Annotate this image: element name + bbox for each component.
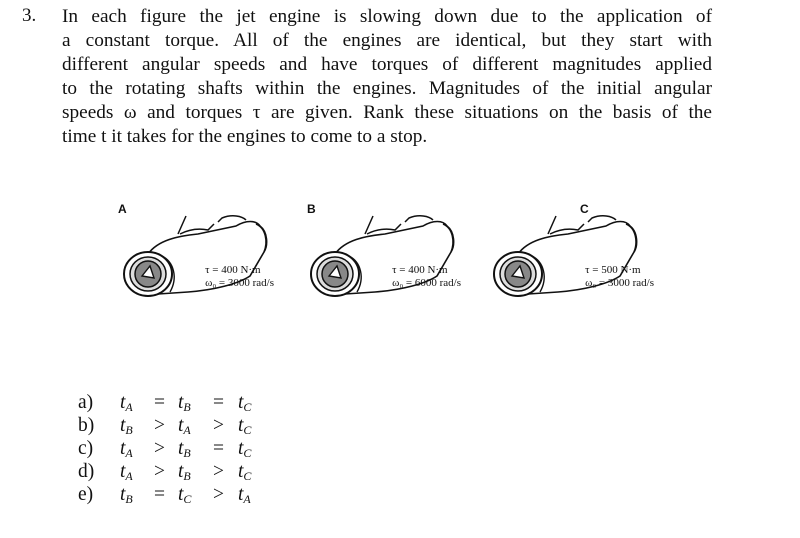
time-term: tA [238, 484, 251, 507]
time-subscript: C [183, 492, 192, 506]
time-subscript: A [125, 446, 133, 460]
time-term: tC [238, 392, 251, 415]
time-term: tC [238, 461, 251, 484]
time-variable: t [238, 392, 244, 413]
time-subscript: C [243, 469, 252, 483]
time-subscript: B [183, 400, 191, 414]
time-subscript: C [243, 400, 252, 414]
time-variable: t [120, 438, 126, 459]
time-variable: t [238, 461, 244, 482]
time-subscript: A [125, 469, 133, 483]
figure-label: B [307, 202, 316, 216]
comparison-operator: > [213, 461, 224, 482]
time-subscript: A [243, 492, 251, 506]
statement-line: In each figure the jet engine is slowing… [62, 6, 712, 27]
time-variable: t [238, 415, 244, 436]
time-subscript: A [125, 400, 133, 414]
time-variable: t [178, 484, 184, 505]
time-term: tB [178, 438, 191, 461]
figure-label: C [580, 202, 589, 216]
choice-key: d) [78, 461, 95, 482]
time-subscript: C [243, 423, 252, 437]
choice-key: c) [78, 438, 94, 459]
time-term: tB [178, 461, 191, 484]
comparison-operator: > [154, 415, 165, 436]
choice-key: a) [78, 392, 94, 413]
problem-number: 3. [22, 5, 37, 26]
omega-value: ω₀ = 6000 rad/s [392, 277, 461, 289]
time-variable: t [178, 415, 184, 436]
comparison-operator: > [213, 415, 224, 436]
statement-line: speeds ω and torques τ are given. Rank t… [62, 102, 712, 123]
time-variable: t [238, 484, 244, 505]
omega-value: ω₀ = 3000 rad/s [205, 277, 274, 289]
time-term: tB [178, 392, 191, 415]
time-term: tB [120, 484, 133, 507]
time-term: tA [120, 438, 133, 461]
time-term: tC [238, 415, 251, 438]
comparison-operator: > [154, 438, 165, 459]
choice-key: b) [78, 415, 95, 436]
comparison-operator: = [213, 438, 224, 459]
comparison-operator: = [213, 392, 224, 413]
time-variable: t [120, 461, 126, 482]
comparison-operator: = [154, 484, 165, 505]
time-term: tC [178, 484, 191, 507]
time-term: tA [120, 461, 133, 484]
comparison-operator: > [154, 461, 165, 482]
statement-line: a constant torque. All of the engines ar… [62, 30, 712, 51]
time-term: tB [120, 415, 133, 438]
time-variable: t [178, 392, 184, 413]
choice-key: e) [78, 484, 94, 505]
time-variable: t [120, 415, 126, 436]
time-subscript: A [183, 423, 191, 437]
time-subscript: B [183, 469, 191, 483]
statement-line: to the rotating shafts within the engine… [62, 78, 712, 99]
torque-value: τ = 400 N·m [392, 264, 448, 276]
time-subscript: C [243, 446, 252, 460]
time-variable: t [120, 484, 126, 505]
time-subscript: B [125, 423, 133, 437]
statement-line: different angular speeds and have torque… [62, 54, 712, 75]
torque-value: τ = 400 N·m [205, 264, 261, 276]
torque-value: τ = 500 N·m [585, 264, 641, 276]
time-variable: t [120, 392, 126, 413]
problem-statement: In each figure the jet engine is slowing… [62, 5, 712, 149]
time-variable: t [178, 438, 184, 459]
time-variable: t [178, 461, 184, 482]
time-subscript: B [125, 492, 133, 506]
time-variable: t [238, 438, 244, 459]
figure-label: A [118, 202, 127, 216]
comparison-operator: > [213, 484, 224, 505]
statement-line: time t it takes for the engines to come … [62, 126, 428, 147]
time-term: tA [178, 415, 191, 438]
time-subscript: B [183, 446, 191, 460]
time-term: tA [120, 392, 133, 415]
comparison-operator: = [154, 392, 165, 413]
omega-value: ω₀ = 3000 rad/s [585, 277, 654, 289]
time-term: tC [238, 438, 251, 461]
